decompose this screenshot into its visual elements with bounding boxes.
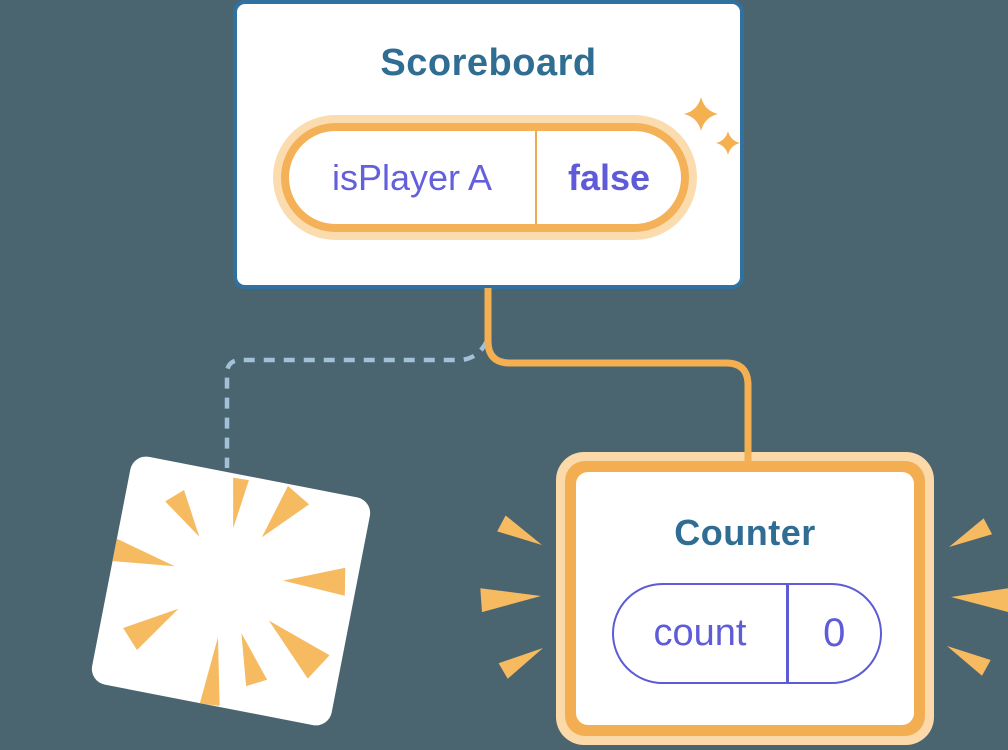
scoreboard-title: Scoreboard <box>380 42 597 84</box>
connector-solid <box>484 288 752 464</box>
scoreboard-state-pill: isPlayer A false <box>281 123 689 232</box>
count-key-label: count <box>653 612 747 654</box>
state-key-label: isPlayer A <box>331 156 493 198</box>
count-value-label: 0 <box>823 611 846 655</box>
counter-state-pill: count 0 <box>612 583 882 684</box>
state-value-label: false <box>567 156 651 198</box>
counter-card: Counter count 0 <box>556 452 934 745</box>
starburst-icon <box>107 477 346 706</box>
counter-card-body: Counter count 0 <box>576 472 914 725</box>
destroyed-component-card <box>89 453 373 729</box>
counter-card-border: Counter count 0 <box>565 461 925 736</box>
pill-divider <box>535 131 537 224</box>
emphasis-burst-right-icon <box>947 518 1008 676</box>
counter-title: Counter <box>674 512 816 553</box>
scoreboard-card: Scoreboard isPlayer A false <box>233 0 744 289</box>
connector-dashed <box>224 339 490 468</box>
counter-pill-divider <box>786 585 789 682</box>
emphasis-burst-left-icon <box>480 515 543 679</box>
